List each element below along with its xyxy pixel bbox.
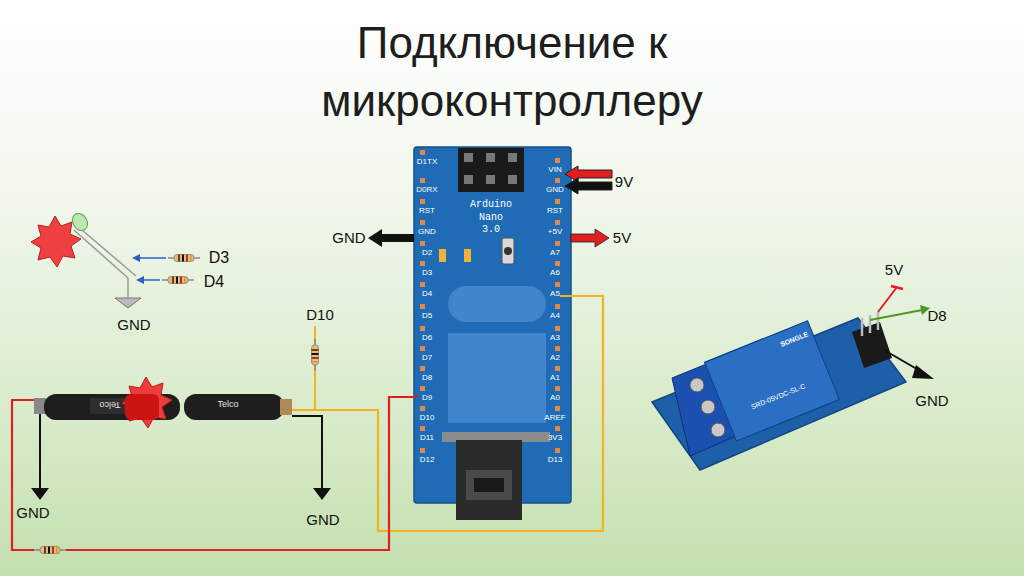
- voltage-label: 5V: [885, 262, 903, 279]
- pin-pad: [555, 366, 560, 371]
- pin-label: D5: [422, 312, 432, 321]
- pin-pad: [420, 304, 425, 309]
- pin-pad: [555, 304, 560, 309]
- ir-emitter-body: Telco: [88, 396, 132, 413]
- pin-pad: [420, 282, 425, 287]
- pin-label: D7: [422, 354, 432, 363]
- pin-label: D6: [422, 334, 432, 343]
- pin-pad: [420, 261, 425, 266]
- pin-label: GND: [546, 186, 564, 195]
- node-text: Arduino Nano 3.0: [460, 199, 522, 237]
- pin-label: A0: [550, 394, 560, 403]
- pin-pad: [555, 241, 560, 246]
- ir-emitter: [31, 377, 180, 500]
- pin-pad: [555, 178, 560, 183]
- pin-pad: [420, 366, 425, 371]
- microcontroller-board: Arduino Nano 3.0: [458, 196, 524, 240]
- voltage-label: 9V: [615, 174, 633, 191]
- pin-label: RST: [419, 207, 435, 216]
- pin-label: VIN: [548, 166, 561, 175]
- pin-pad: [420, 220, 425, 225]
- pin-label: D10: [420, 414, 435, 423]
- pin-name: D8: [927, 308, 946, 325]
- pin-label: AREF: [544, 414, 565, 423]
- emitter-wire: [12, 400, 36, 550]
- resistor-symbol: [312, 339, 319, 371]
- pin-pad: [555, 199, 560, 204]
- power-arrows: [368, 166, 612, 247]
- pin-label: GND: [418, 228, 436, 237]
- pin-label: D11: [420, 434, 434, 443]
- pin-pad: [555, 158, 560, 163]
- pin-pad: [420, 448, 425, 453]
- resistor-symbol: [34, 547, 66, 554]
- pin-name: D10: [306, 307, 334, 324]
- pin-pad: [555, 426, 560, 431]
- pin-label: A1: [550, 374, 560, 383]
- pin-label: A5: [550, 290, 560, 299]
- pin-pad: [420, 386, 425, 391]
- ir-receiver-body: Telco: [196, 396, 260, 413]
- pin-pad: [420, 406, 425, 411]
- pin-label: D13: [548, 456, 563, 465]
- pin-label: D1TX: [417, 158, 437, 167]
- pin-pad: [555, 448, 560, 453]
- signal-name: D4: [204, 273, 224, 291]
- pin-pad: [555, 346, 560, 351]
- pin-label: D0RX: [416, 186, 437, 195]
- pin-pad: [555, 261, 560, 266]
- pin-pad: [420, 199, 425, 204]
- ir-receiver: [184, 394, 331, 500]
- pin-label: A3: [550, 334, 560, 343]
- pin-pad: [555, 282, 560, 287]
- pin-pad: [555, 386, 560, 391]
- node-text: Telco: [90, 399, 130, 410]
- ground-label: GND: [915, 393, 948, 410]
- pin-label: D4: [422, 290, 432, 299]
- ground-label: GND: [332, 230, 365, 247]
- pin-pad: [420, 326, 425, 331]
- pin-pad: [420, 150, 425, 155]
- signal-wire: [292, 296, 603, 531]
- signal-name: D3: [209, 249, 229, 267]
- pin-pad: [555, 220, 560, 225]
- pin-pad: [420, 241, 425, 246]
- pin-label: 3V3: [548, 434, 562, 443]
- pin-label: D8: [422, 374, 432, 383]
- ground-label: GND: [117, 317, 150, 334]
- ground-label: GND: [306, 512, 339, 529]
- pin-label: +5V: [548, 228, 562, 237]
- pin-pad: [420, 426, 425, 431]
- pin-pad: [555, 406, 560, 411]
- pin-pad: [420, 178, 425, 183]
- slide-title: Подключение к микроконтроллеру: [297, 14, 727, 130]
- pin-label: RST: [547, 207, 563, 216]
- pin-pad: [420, 346, 425, 351]
- voltage-label: 5V: [613, 230, 631, 247]
- resistor-symbol: [168, 255, 200, 262]
- led: [31, 211, 166, 308]
- pin-label: A6: [550, 269, 560, 278]
- node-text: Telco: [198, 399, 258, 410]
- pin-label: D12: [420, 456, 435, 465]
- resistor-symbol: [162, 277, 194, 284]
- pin-label: D9: [422, 394, 432, 403]
- node-text: SONGLE: [712, 330, 810, 376]
- pin-pad: [555, 326, 560, 331]
- arduino-board: [414, 147, 571, 520]
- ground-label: GND: [16, 505, 49, 522]
- pin-label: A2: [550, 354, 560, 363]
- relay-module: [652, 286, 934, 470]
- pin-label: A7: [550, 249, 560, 258]
- pin-label: D2: [422, 249, 432, 258]
- pin-label: D3: [422, 269, 432, 278]
- pin-label: A4: [550, 312, 560, 321]
